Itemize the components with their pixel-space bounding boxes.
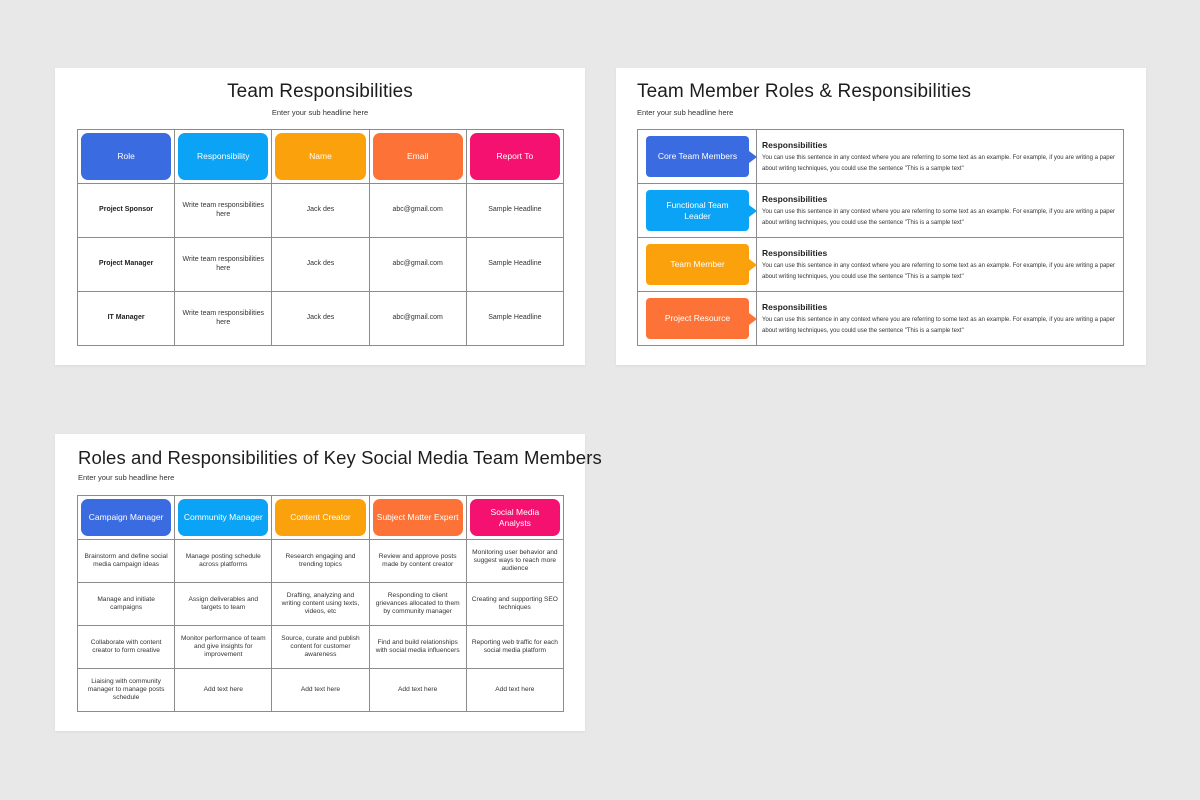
- table-cell: Add text here: [174, 668, 273, 712]
- table-row: Liaising with community manager to manag…: [76, 668, 565, 712]
- table-row: Core Team Members Responsibilities You c…: [637, 129, 1124, 184]
- table-cell: Add text here: [368, 668, 467, 712]
- role-box-project-resource: Project Resource: [646, 298, 757, 339]
- table-row: IT Manager Write team responsibilities h…: [76, 291, 565, 346]
- arrow-right-icon: [749, 204, 757, 217]
- responsibilities-heading: Responsibilities: [762, 194, 828, 204]
- table-cell: Liaising with community manager to manag…: [76, 668, 176, 712]
- table-cell: Creating and supporting SEO techniques: [465, 582, 565, 626]
- table-cell: Manage posting schedule across platforms: [174, 539, 273, 583]
- role-label: Team Member: [670, 259, 725, 270]
- header-responsibility: Responsibility: [178, 133, 269, 180]
- slide-subtitle: Enter your sub headline here: [271, 108, 369, 117]
- role-box-team-member: Team Member: [646, 244, 757, 285]
- header-subject-matter-expert: Subject Matter Expert: [372, 499, 463, 536]
- table-header-row: Campaign Manager Community Manager Conte…: [76, 495, 565, 540]
- report-to-cell: Sample Headline: [465, 183, 565, 238]
- responsibilities-heading: Responsibilities: [762, 302, 828, 312]
- role-cell: Project Sponsor: [76, 183, 176, 238]
- role-box-functional-team-leader: Functional Team Leader: [646, 190, 757, 231]
- responsibilities-text: You can use this sentence in any context…: [762, 262, 1115, 281]
- role-cell: IT Manager: [76, 291, 176, 346]
- header-content-creator: Content Creator: [275, 499, 366, 536]
- responsibilities-text: You can use this sentence in any context…: [762, 208, 1115, 227]
- slide-title: Roles and Responsibilities of Key Social…: [78, 447, 602, 468]
- responsibilities-text: You can use this sentence in any context…: [762, 316, 1115, 335]
- table-header-row: Role Responsibility Name Email Report To: [76, 129, 565, 184]
- name-cell: Jack des: [271, 291, 370, 346]
- responsibilities-heading: Responsibilities: [762, 140, 828, 150]
- name-cell: Jack des: [271, 237, 370, 292]
- table-row: Collaborate with content creator to form…: [76, 625, 565, 669]
- header-community-manager: Community Manager: [178, 499, 269, 536]
- slide-social-media-team: Roles and Responsibilities of Key Social…: [55, 434, 602, 731]
- table-row: Project Resource Responsibilities You ca…: [637, 291, 1124, 346]
- table-cell: Manage and initiate campaigns: [76, 582, 176, 626]
- table-cell: Add text here: [465, 668, 565, 712]
- arrow-right-icon: [749, 258, 757, 271]
- header-report-to: Report To: [469, 133, 560, 180]
- slide-subtitle: Enter your sub headline here: [637, 108, 734, 117]
- arrow-right-icon: [749, 312, 757, 325]
- table-cell: Find and build relationships with social…: [368, 625, 467, 669]
- header-social-media-analysts: Social Media Analysts: [469, 499, 560, 536]
- table-row: Team Member Responsibilities You can use…: [637, 237, 1124, 292]
- table-cell: Responding to client grievances allocate…: [368, 582, 467, 626]
- slide-team-responsibilities: Team Responsibilities Enter your sub hea…: [55, 68, 585, 365]
- table-row: Functional Team Leader Responsibilities …: [637, 183, 1124, 238]
- responsibility-cell: Write team responsibilities here: [174, 291, 273, 346]
- table-row: Brainstorm and define social media campa…: [76, 539, 565, 583]
- social-media-roles-table: Campaign Manager Community Manager Conte…: [76, 495, 565, 712]
- email-cell: abc@gmail.com: [368, 291, 467, 346]
- slide-team-member-roles: Team Member Roles & Responsibilities Ent…: [616, 68, 1146, 365]
- email-cell: abc@gmail.com: [368, 237, 467, 292]
- slide-title: Team Responsibilities: [227, 81, 413, 102]
- header-campaign-manager: Campaign Manager: [81, 499, 172, 536]
- slide-subtitle: Enter your sub headline here: [78, 473, 175, 482]
- table-cell: Assign deliverables and targets to team: [174, 582, 273, 626]
- role-cell: Project Manager: [76, 237, 176, 292]
- table-row: Project Sponsor Write team responsibilit…: [76, 183, 565, 238]
- table-cell: Source, curate and publish content for c…: [271, 625, 370, 669]
- header-role: Role: [81, 133, 172, 180]
- responsibility-cell: Write team responsibilities here: [174, 237, 273, 292]
- responsibility-cell: Write team responsibilities here: [174, 183, 273, 238]
- email-cell: abc@gmail.com: [368, 183, 467, 238]
- roles-table: Core Team Members Responsibilities You c…: [637, 129, 1124, 346]
- table-cell: Add text here: [271, 668, 370, 712]
- report-to-cell: Sample Headline: [465, 291, 565, 346]
- responsibilities-text: You can use this sentence in any context…: [762, 154, 1115, 173]
- table-cell: Research engaging and trending topics: [271, 539, 370, 583]
- table-cell: Brainstorm and define social media campa…: [76, 539, 176, 583]
- table-row: Project Manager Write team responsibilit…: [76, 237, 565, 292]
- table-cell: Reporting web traffic for each social me…: [465, 625, 565, 669]
- table-cell: Collaborate with content creator to form…: [76, 625, 176, 669]
- table-cell: Drafting, analyzing and writing content …: [271, 582, 370, 626]
- table-row: Manage and initiate campaigns Assign del…: [76, 582, 565, 626]
- arrow-right-icon: [749, 150, 757, 163]
- slide-title: Team Member Roles & Responsibilities: [637, 81, 972, 102]
- table-cell: Review and approve posts made by content…: [368, 539, 467, 583]
- role-box-core-team: Core Team Members: [646, 136, 757, 177]
- table-cell: Monitor performance of team and give ins…: [174, 625, 273, 669]
- role-label: Project Resource: [664, 313, 731, 324]
- name-cell: Jack des: [271, 183, 370, 238]
- report-to-cell: Sample Headline: [465, 237, 565, 292]
- header-name: Name: [275, 133, 366, 180]
- responsibilities-heading: Responsibilities: [762, 248, 828, 258]
- role-label: Core Team Members: [657, 151, 738, 162]
- table-cell: Monitoring user behavior and suggest way…: [465, 539, 565, 583]
- responsibilities-table: Role Responsibility Name Email Report To…: [76, 129, 565, 346]
- role-label: Functional Team Leader: [666, 199, 729, 221]
- header-email: Email: [372, 133, 463, 180]
